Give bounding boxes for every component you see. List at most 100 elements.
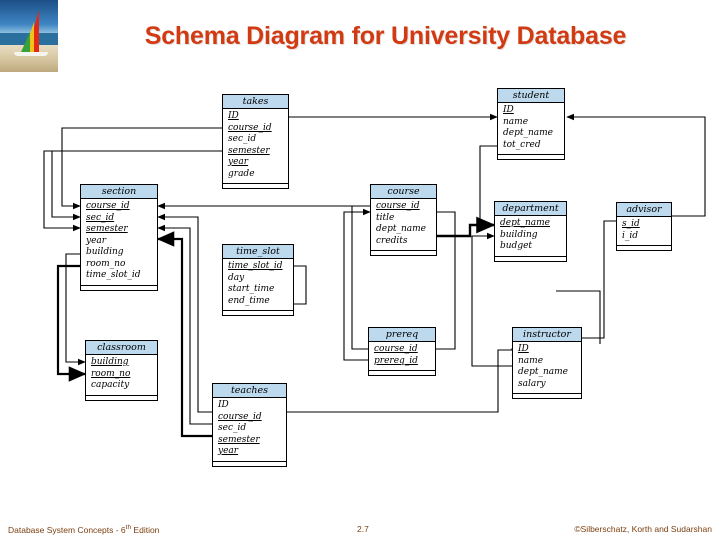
entity-title-department: department	[495, 202, 566, 216]
attr-course-course_id: course_id	[376, 201, 420, 211]
attr-classroom-building: building	[91, 357, 129, 367]
sail-green	[21, 32, 30, 52]
entity-title-time_slot: time_slot	[223, 245, 293, 259]
attr-department-building: building	[500, 229, 538, 240]
footer-copyright: ©Silberschatz, Korth and Sudarshan	[574, 524, 712, 534]
attr-course-dept_name: dept_name	[376, 224, 426, 234]
footer-left-text: Database System Concepts - 6	[8, 524, 126, 535]
boat-hull	[14, 52, 48, 56]
attr-takes-sec_id: sec_id	[228, 134, 257, 144]
slide-header: Schema Diagram for University Database	[0, 0, 720, 76]
attr-time_slot-start_time: start_time	[228, 284, 275, 294]
entity-title-prereq: prereq	[369, 328, 435, 342]
footer-left-tail: Edition	[131, 524, 160, 535]
attr-takes-year: year	[228, 157, 249, 167]
slide-number: 2.7	[357, 524, 369, 534]
entity-title-classroom: classroom	[86, 341, 157, 355]
entity-foot-student	[498, 154, 564, 159]
entity-foot-time_slot	[223, 310, 293, 315]
attr-teaches-year: year	[218, 446, 239, 456]
attr-time_slot-time_slot_id: time_slot_id	[228, 261, 283, 271]
entity-foot-section	[81, 284, 157, 290]
entity-title-advisor: advisor	[617, 203, 671, 217]
attr-section-year: year	[86, 235, 107, 246]
entity-foot-advisor	[617, 245, 671, 250]
entity-title-section: section	[81, 185, 157, 199]
attr-section-building: building	[86, 247, 124, 257]
attr-takes-ID: ID	[228, 111, 239, 121]
attr-section-course_id: course_id	[86, 201, 130, 211]
attr-course-title: title	[376, 212, 395, 223]
entity-foot-classroom	[86, 394, 157, 400]
attr-course-credits: credits	[376, 235, 408, 246]
attr-section-room_no: room_no	[86, 258, 126, 269]
footer-left: Database System Concepts - 6th Edition	[8, 524, 159, 535]
attr-department-dept_name: dept_name	[500, 218, 550, 228]
entity-title-instructor: instructor	[513, 328, 581, 342]
entity-title-course: course	[371, 185, 436, 199]
entity-title-teaches: teaches	[213, 384, 286, 398]
attr-student-tot_cred: tot_cred	[503, 139, 541, 150]
attr-instructor-name: name	[518, 355, 544, 366]
attr-section-sec_id: sec_id	[86, 212, 115, 223]
attr-time_slot-end_time: end_time	[228, 295, 270, 306]
entity-foot-prereq	[369, 370, 435, 375]
attr-prereq-prereq_id: prereq_id	[374, 355, 418, 366]
attr-classroom-room_no: room_no	[91, 368, 131, 379]
attr-student-name: name	[503, 116, 529, 127]
attr-teaches-ID: ID	[218, 400, 229, 410]
attr-takes-course_id: course_id	[228, 122, 272, 133]
attr-teaches-semester: semester	[218, 434, 260, 445]
attr-section-time_slot_id: time_slot_id	[86, 270, 141, 280]
attr-instructor-salary: salary	[518, 378, 546, 389]
slide-footer: Database System Concepts - 6th Edition 2…	[0, 506, 720, 540]
attr-takes-semester: semester	[228, 145, 270, 156]
attr-teaches-course_id: course_id	[218, 411, 262, 422]
attr-instructor-dept_name: dept_name	[518, 367, 568, 377]
footer-left-sup: th	[125, 524, 132, 531]
attr-student-ID: ID	[503, 105, 514, 115]
attr-advisor-i_id: i_id	[622, 230, 639, 241]
relationship-connectors	[43, 113, 706, 438]
attr-classroom-capacity: capacity	[91, 380, 130, 390]
entity-foot-takes	[223, 183, 288, 188]
attr-advisor-s_id: s_id	[622, 219, 640, 229]
entity-foot-teaches	[213, 460, 286, 466]
sailboat-beach-image	[0, 0, 58, 72]
attr-takes-grade: grade	[228, 168, 255, 179]
attr-time_slot-day: day	[228, 272, 245, 283]
attr-section-semester: semester	[86, 224, 128, 234]
entity-foot-department	[495, 255, 566, 261]
attr-student-dept_name: dept_name	[503, 128, 553, 138]
page-title: Schema Diagram for University Database	[144, 22, 627, 50]
attr-teaches-sec_id: sec_id	[218, 423, 247, 433]
attr-department-budget: budget	[500, 241, 533, 251]
attr-prereq-course_id: course_id	[374, 344, 418, 354]
entity-title-takes: takes	[223, 95, 288, 109]
entity-title-student: student	[498, 89, 564, 103]
entity-foot-course	[371, 250, 436, 255]
